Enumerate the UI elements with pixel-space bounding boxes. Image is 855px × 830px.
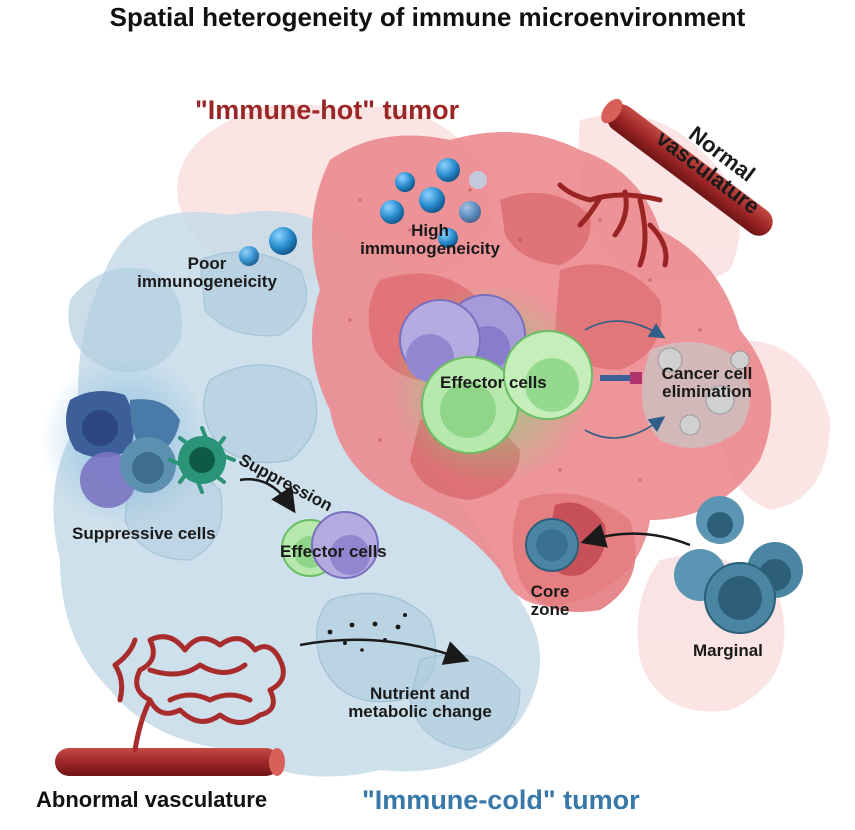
effector-cells-hot-label: Effector cells <box>440 373 547 392</box>
marginal-label: Marginal <box>693 641 763 660</box>
immune-cold-label: "Immune-cold" tumor <box>362 785 640 815</box>
marginal-to-core-arrow <box>580 523 691 548</box>
poor-immunogeneicity-antigens <box>239 227 297 266</box>
suppression-arrow <box>239 478 296 514</box>
immune-hot-label: "Immune-hot" tumor <box>195 95 460 125</box>
nutrient-line2: metabolic change <box>348 701 492 721</box>
nutrient-line1: Nutrient and <box>369 684 471 703</box>
abnormal-vasculature-label: Abnormal vasculature <box>36 787 268 812</box>
marginal-cells <box>674 496 803 634</box>
high-immunogeneicity-antigens <box>380 158 487 248</box>
poor-imm-line1: Poor <box>187 254 227 273</box>
cancer-elimination-label: Cancer cell elimination <box>642 365 772 401</box>
normal-vasculature <box>557 98 773 268</box>
core-zone-label: Core zone <box>510 583 590 619</box>
core-line2: zone <box>530 599 570 619</box>
effector-cells-cold <box>281 511 379 579</box>
poor-imm-line2: immunogeneicity <box>137 271 277 291</box>
suppressive-cells <box>40 355 236 525</box>
high-immunogeneicity-label: High immunogeneicity <box>335 222 525 258</box>
immune-cold-region <box>53 210 540 777</box>
effector-cells-hot <box>390 285 593 485</box>
nutrient-label: Nutrient and metabolic change <box>320 685 520 721</box>
poor-immunogeneicity-label: Poor immunogeneicity <box>112 255 302 291</box>
high-imm-line1: High <box>411 221 449 240</box>
suppressive-cells-label: Suppressive cells <box>72 524 216 543</box>
diagram-title: Spatial heterogeneity of immune microenv… <box>109 2 746 32</box>
cancer-cell-elimination <box>584 320 750 448</box>
cancer-elim-line1: Cancer cell <box>661 364 753 383</box>
tumor-texture-dots <box>348 188 702 482</box>
core-zone-cell <box>525 502 606 576</box>
core-line1: Core <box>530 582 570 601</box>
high-imm-line2: immunogeneicity <box>360 238 500 258</box>
effector-cells-cold-label: Effector cells <box>280 542 387 561</box>
nutrient-arrow <box>299 613 470 665</box>
cancer-elim-line2: elimination <box>662 381 752 401</box>
abnormal-vasculature <box>55 634 286 776</box>
